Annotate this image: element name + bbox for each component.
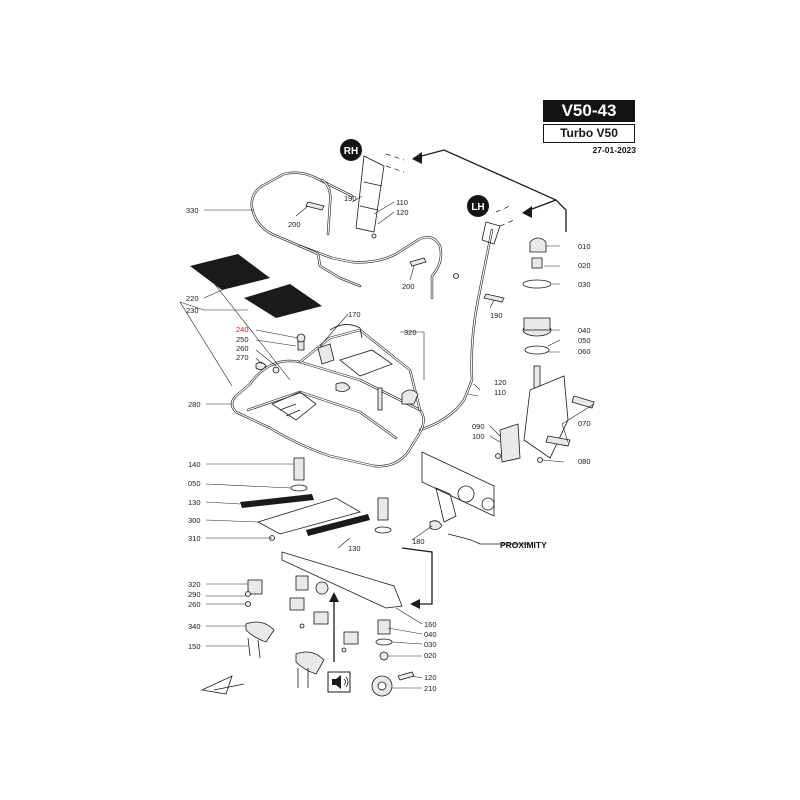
part-label-120-lower: 120	[424, 673, 437, 682]
part-label-200-lower: 200	[402, 282, 415, 291]
part-label-010: 010	[578, 242, 591, 251]
model-name: Turbo V50	[543, 124, 635, 143]
drawing-date: 27-01-2023	[592, 145, 636, 155]
part-label-220: 220	[186, 294, 199, 303]
part-label-060: 060	[578, 347, 591, 356]
part-label-050-lower: 050	[188, 479, 201, 488]
rh-marker: RH	[340, 139, 362, 161]
sound-level-icon	[327, 671, 351, 693]
part-label-340: 340	[188, 622, 201, 631]
lower-base-plate	[240, 457, 403, 609]
part-label-050-upper: 050	[578, 336, 591, 345]
part-label-240: 240	[236, 325, 249, 334]
anti-vibration-mount	[495, 237, 595, 463]
part-label-260-upper: 260	[236, 344, 249, 353]
part-label-320-lower: 320	[188, 580, 201, 589]
part-label-030-upper: 030	[578, 280, 591, 289]
part-label-120-mid: 120	[494, 378, 507, 387]
part-label-310: 310	[188, 534, 201, 543]
proximity-inset	[421, 451, 530, 545]
part-label-080: 080	[578, 457, 591, 466]
base-frame	[230, 324, 425, 468]
guide-handle-bar	[250, 171, 443, 300]
part-label-260-lower: 260	[188, 600, 201, 609]
part-label-280: 280	[188, 400, 201, 409]
part-label-070: 070	[578, 419, 591, 428]
part-label-290: 290	[188, 590, 201, 599]
part-label-210: 210	[424, 684, 437, 693]
part-label-020-upper: 020	[578, 261, 591, 270]
drawing-code: V50-43	[543, 100, 635, 122]
part-label-270: 270	[236, 353, 249, 362]
leader-lines	[179, 195, 595, 689]
lh-label: LH	[471, 202, 484, 213]
rh-upright-bracket	[355, 153, 405, 233]
part-label-330: 330	[186, 206, 199, 215]
part-label-160: 160	[424, 620, 437, 629]
part-label-040-lower: 040	[424, 630, 437, 639]
part-label-100: 100	[472, 432, 485, 441]
part-label-190-upper: 190	[344, 194, 357, 203]
part-label-300: 300	[188, 516, 201, 525]
part-label-030-lower: 030	[424, 640, 437, 649]
part-label-140: 140	[188, 460, 201, 469]
part-label-110-upper: 110	[396, 198, 408, 207]
part-label-230: 230	[186, 306, 199, 315]
part-label-250: 250	[236, 335, 249, 344]
flow-arrows	[200, 149, 567, 695]
part-label-200-upper: 200	[288, 220, 301, 229]
part-label-090: 090	[472, 422, 485, 431]
rh-label: RH	[344, 146, 358, 157]
proximity-label: PROXIMITY	[500, 540, 547, 550]
lh-upright-bracket	[418, 205, 515, 432]
part-label-320-upper: 320	[404, 328, 417, 337]
part-label-040-upper: 040	[578, 326, 591, 335]
part-label-180: 180	[412, 537, 425, 546]
upper-hardware	[255, 201, 505, 411]
part-label-130-left: 130	[188, 498, 201, 507]
part-number-labels: 330 200 190 110 120 200 190 010 020 030 …	[186, 194, 591, 693]
part-label-120-upper: 120	[396, 208, 409, 217]
part-label-130-right: 130	[348, 544, 361, 553]
lh-marker: LH	[467, 195, 489, 217]
part-label-020-lower: 020	[424, 651, 437, 660]
part-label-110-mid: 110	[494, 388, 506, 397]
rubber-mats	[190, 254, 322, 318]
part-label-170: 170	[348, 310, 361, 319]
part-label-190-lower: 190	[490, 311, 503, 320]
part-label-150: 150	[188, 642, 201, 651]
